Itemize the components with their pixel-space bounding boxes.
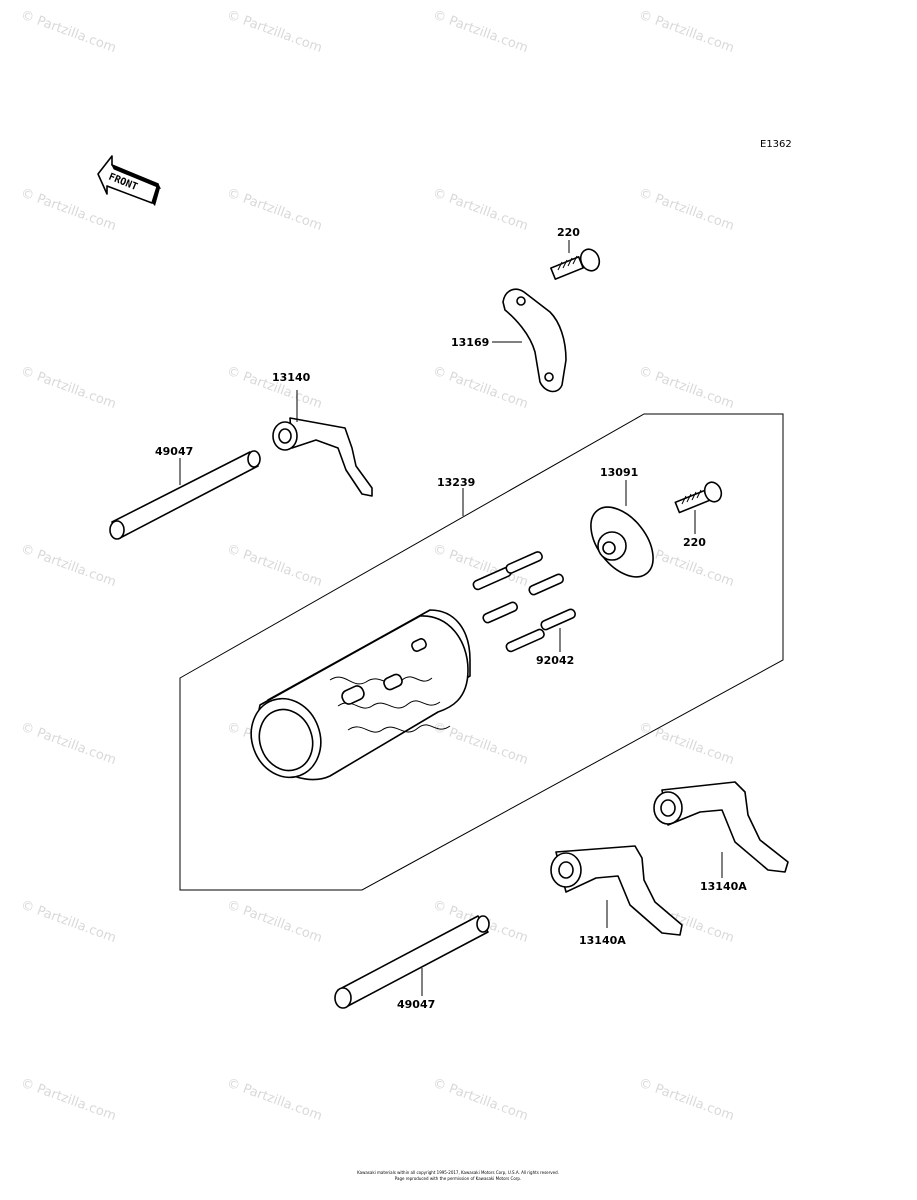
watermark-text: © Partzilla.com: [637, 186, 736, 234]
watermark-text: © Partzilla.com: [225, 186, 324, 234]
stopper-plate-part: [502, 288, 567, 393]
watermark-text: © Partzilla.com: [19, 720, 118, 768]
watermark-text: © Partzilla.com: [225, 898, 324, 946]
diagram-ref-code: E1362: [760, 139, 792, 150]
watermark-text: © Partzilla.com: [19, 542, 118, 590]
fork-shaft-part-bottom: [334, 915, 490, 1009]
label-fork-top: 13140: [272, 371, 311, 384]
watermark-text: © Partzilla.com: [637, 364, 736, 412]
watermark-text: © Partzilla.com: [19, 1076, 118, 1124]
label-fork-right: 13140A: [700, 880, 747, 893]
label-cam: 13091: [600, 466, 638, 479]
watermark-text: © Partzilla.com: [637, 1076, 736, 1124]
copyright-line-1: Kawasaki materials within all copyright …: [357, 1170, 559, 1175]
watermark-text: © Partzilla.com: [19, 8, 118, 56]
watermark-text: © Partzilla.com: [431, 1076, 530, 1124]
watermark-text: © Partzilla.com: [19, 364, 118, 412]
label-bolt-right: 220: [683, 536, 706, 549]
watermark-text: © Partzilla.com: [225, 542, 324, 590]
watermark-text: © Partzilla.com: [637, 8, 736, 56]
shift-fork-part-right: [653, 781, 789, 873]
front-arrow-icon: FRONT: [97, 155, 162, 206]
watermark-text: © Partzilla.com: [431, 720, 530, 768]
label-shaft-top: 49047: [155, 445, 193, 458]
label-bolt-top: 220: [557, 226, 580, 239]
watermark-text: © Partzilla.com: [637, 720, 736, 768]
shift-drum-part: [250, 609, 471, 781]
drum-assembly-outline: [179, 413, 784, 891]
fork-shaft-part-top: [109, 450, 261, 540]
label-shaft-bottom: 49047: [397, 998, 435, 1011]
watermark-text: © Partzilla.com: [19, 898, 118, 946]
bolt-part-right: [674, 481, 723, 514]
watermark-text: © Partzilla.com: [431, 8, 530, 56]
shift-fork-part-bottom: [550, 845, 683, 936]
label-pins: 92042: [536, 654, 574, 667]
watermark-text: © Partzilla.com: [431, 364, 530, 412]
watermark-text: © Partzilla.com: [431, 186, 530, 234]
watermark-text: © Partzilla.com: [19, 186, 118, 234]
copyright-line-2: Page reproduced with the permission of K…: [395, 1176, 521, 1181]
bolt-part-top: [550, 248, 601, 280]
watermark-text: © Partzilla.com: [225, 8, 324, 56]
watermark-text: © Partzilla.com: [225, 1076, 324, 1124]
shift-fork-part-top: [272, 417, 373, 497]
label-fork-bottom: 13140A: [579, 934, 626, 947]
label-plate: 13169: [451, 336, 489, 349]
label-drum-assy: 13239: [437, 476, 475, 489]
drum-pins-part: [472, 551, 576, 653]
drum-cam-part: [590, 506, 654, 578]
